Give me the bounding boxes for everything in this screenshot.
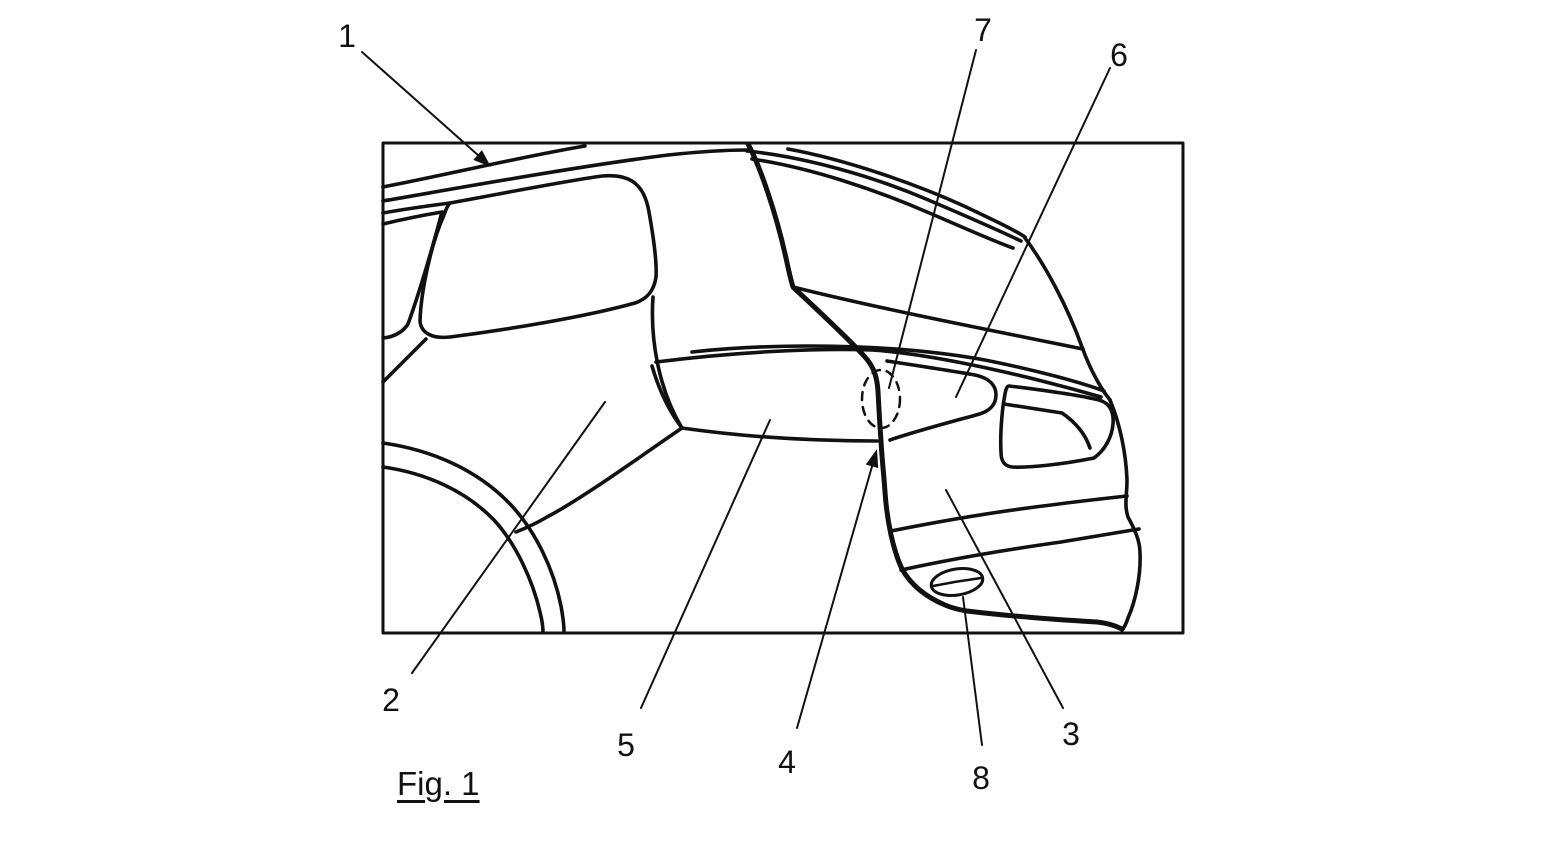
side-window-sliver (381, 210, 444, 340)
rocker-contour (514, 426, 684, 534)
camera-dashed-circle (860, 368, 902, 430)
ref-label-7: 7 (974, 12, 992, 48)
bumper-oval-line (931, 576, 983, 588)
leader-line-3 (945, 489, 1064, 709)
drawing-frame (381, 141, 1185, 635)
spoiler-lower-curve (750, 157, 1015, 250)
ref-label-4: 4 (778, 744, 796, 780)
bumper-crease-upper (889, 494, 1129, 533)
roof-edge-line (381, 144, 587, 189)
ref-label-8: 8 (972, 760, 990, 796)
ref-label-5: 5 (617, 727, 635, 763)
roof-rail-line (381, 148, 749, 203)
body-right-edge (1108, 398, 1142, 632)
rear-quarter-window (418, 173, 658, 340)
taillight-bottom-edge (680, 426, 879, 443)
spoiler-top-curve (786, 147, 1027, 239)
leader-line-7 (888, 49, 977, 389)
leader-line-6 (955, 67, 1111, 398)
belt-trim-lower (654, 347, 1103, 399)
rear-glass-bottom-line (791, 285, 1085, 351)
tailgate-shutline (745, 141, 1125, 632)
figure-caption: Fig. 1 (397, 765, 480, 802)
spoiler-mid-curve (745, 149, 1023, 243)
wheel-arch-inner (381, 465, 545, 634)
leader-line-5 (640, 419, 771, 709)
arrowhead-1 (473, 150, 491, 167)
leader-line-8 (962, 596, 983, 746)
leader-line-1 (361, 51, 480, 157)
ref-label-1: 1 (338, 18, 356, 54)
bumper-crease-lower (899, 527, 1141, 572)
ref-label-6: 6 (1110, 37, 1128, 73)
arrowhead-4 (865, 449, 879, 469)
wheel-arch-outer (381, 441, 566, 634)
bumper-oval-detail (929, 567, 985, 597)
body-crease-front (381, 337, 428, 384)
leader-line-4 (796, 462, 874, 729)
ref-label-3: 3 (1062, 716, 1080, 752)
window-top-trim (381, 201, 452, 215)
far-taillight-lens-line (1002, 402, 1092, 450)
d-pillar-edge (1023, 236, 1112, 402)
far-taillight-outline (998, 384, 1115, 469)
leader-line-2 (411, 401, 606, 674)
ref-label-2: 2 (382, 682, 400, 718)
taillight-tailgate-part (885, 359, 998, 442)
belt-trim-upper (690, 344, 1106, 393)
taillight-left-edge (650, 364, 684, 430)
